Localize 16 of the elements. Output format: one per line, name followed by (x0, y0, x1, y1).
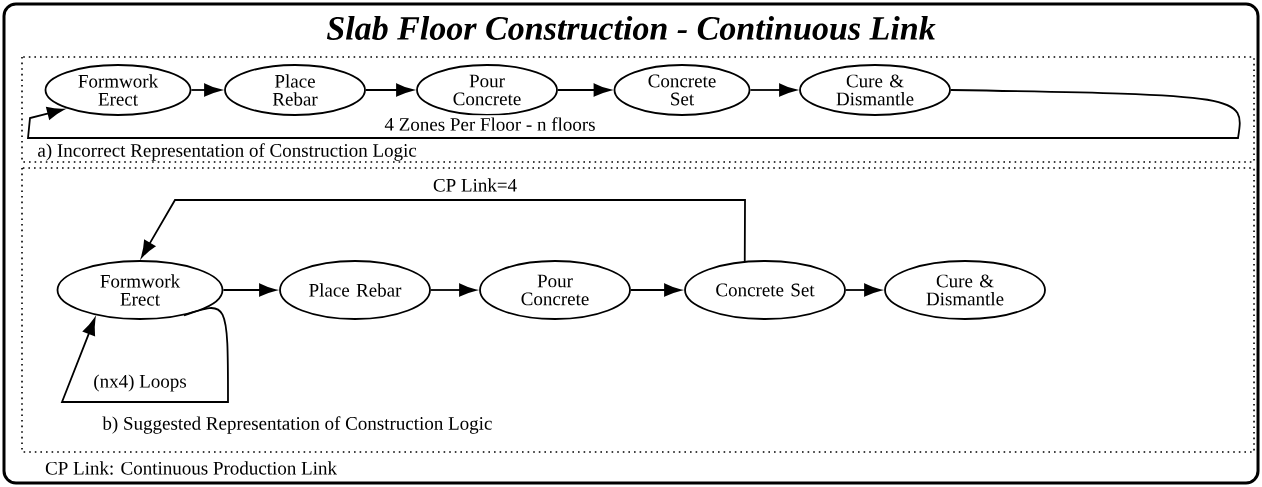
edge-label: 4 Zones Per Floor - n floors (382, 115, 598, 133)
edge-label: (nx4) Loops (91, 372, 189, 394)
arrow (190, 83, 222, 97)
edge-label: CP Link=4 (430, 176, 520, 194)
arrow (365, 83, 414, 97)
arrow (430, 283, 477, 297)
arrow (749, 83, 797, 97)
arrow (845, 283, 882, 297)
arrow (61, 307, 229, 403)
arrow (27, 89, 1241, 139)
note: CP Link: Continuous Production Link (45, 461, 337, 475)
title: Slab Floor Construction - Continuous Link (326, 16, 936, 40)
arrow (141, 199, 746, 262)
arrow (630, 283, 682, 297)
arrow (222, 283, 277, 297)
arrow (557, 83, 611, 97)
